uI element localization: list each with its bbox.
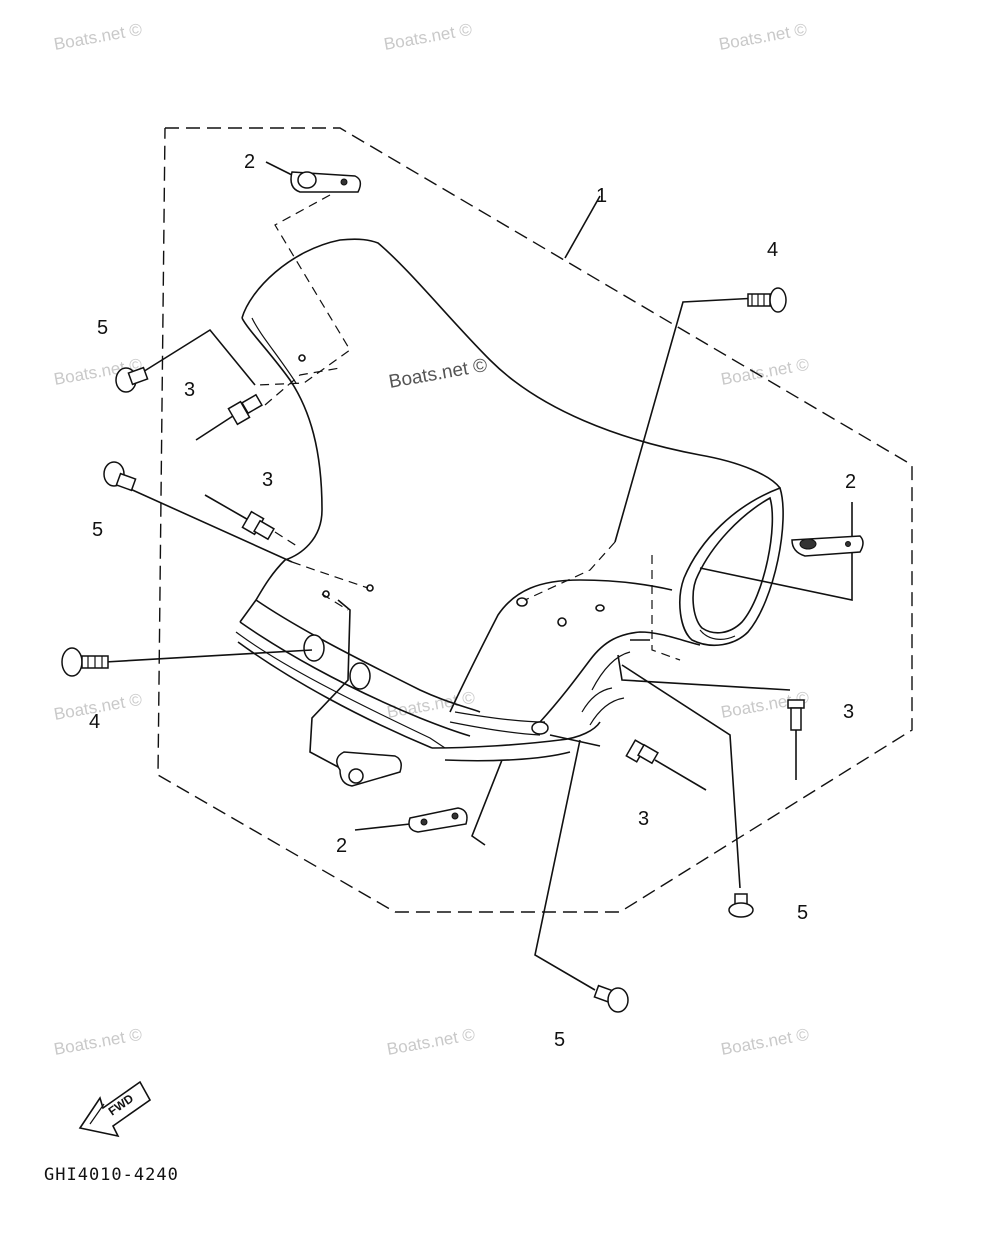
watermark: Boats.net ©: [385, 1025, 476, 1059]
cover-body: [235, 238, 784, 762]
callout-labels: 1 2 2 2 3 3 3 3 4 4 5 5 5 5: [89, 151, 856, 1051]
callout-part-2: 2: [845, 471, 856, 493]
forward-arrow-label: FWD: [106, 1091, 137, 1118]
part-rivet-lower-right: [625, 739, 707, 791]
callout-part-4: 4: [89, 711, 100, 733]
callout-part-5: 5: [97, 317, 108, 339]
watermark: Boats.net ©: [387, 355, 489, 393]
watermark: Boats.net ©: [52, 20, 143, 54]
watermark: Boats.net ©: [52, 1025, 143, 1059]
watermark: Boats.net ©: [382, 20, 473, 54]
part-bracket-top: [290, 171, 362, 193]
forward-arrow-icon: FWD: [78, 1080, 152, 1138]
callout-part-3: 3: [843, 701, 854, 723]
part-rivet-right: [787, 699, 805, 780]
part-bolt-lower-right: [728, 893, 754, 918]
assembly-boundary: [157, 127, 913, 913]
part-bracket-lower-left: [336, 751, 402, 787]
callout-part-3: 3: [184, 379, 195, 401]
callout-part-3: 3: [262, 469, 273, 491]
watermark-layer: Boats.net © Boats.net © Boats.net © Boat…: [52, 20, 810, 1059]
drawing-code: GHI4010-4240: [44, 1165, 179, 1185]
callout-part-5: 5: [554, 1029, 565, 1051]
part-bracket-lower-mid: [408, 807, 468, 833]
callout-part-3: 3: [638, 808, 649, 830]
part-rivet-upper-left: [195, 393, 263, 441]
watermark: Boats.net ©: [385, 688, 476, 722]
part-screw-right: [747, 287, 787, 313]
part-bolt-bottom: [593, 984, 629, 1013]
watermark: Boats.net ©: [719, 1025, 810, 1059]
rim-fasteners: [303, 634, 549, 735]
callout-part-2: 2: [244, 151, 255, 173]
part-bolt-mid-left: [103, 461, 137, 492]
callout-part-4: 4: [767, 239, 778, 261]
part-bracket-right: [791, 535, 864, 557]
part-screw-left: [61, 647, 109, 677]
callout-part-5: 5: [92, 519, 103, 541]
callout-part-2: 2: [336, 835, 347, 857]
leader-lines: [104, 161, 853, 991]
part-bolt-upper-left: [115, 366, 149, 393]
watermark: Boats.net ©: [717, 20, 808, 54]
callout-part-5: 5: [797, 902, 808, 924]
part-rivet-mid-left: [204, 494, 275, 541]
callout-part-1: 1: [596, 185, 607, 207]
